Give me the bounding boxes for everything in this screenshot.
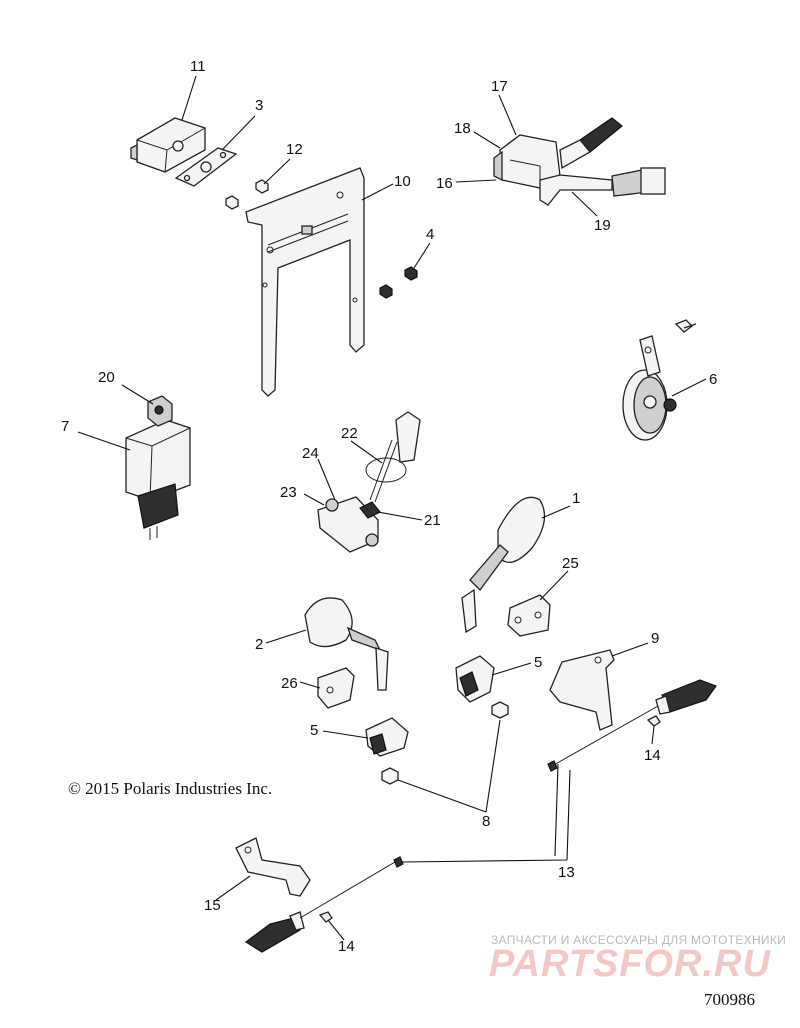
part-7-flasher-relay [125, 395, 191, 540]
callout-4: 4 [426, 226, 434, 243]
part-5-clamps [365, 655, 495, 757]
callout-8: 8 [482, 813, 490, 830]
callout-18: 18 [454, 120, 471, 137]
callout-23: 23 [280, 484, 297, 501]
part-15-signal-bracket [235, 837, 311, 897]
copyright-notice: © 2015 Polaris Industries Inc. [68, 779, 273, 798]
callout-26: 26 [281, 675, 298, 692]
part-17-switch-assembly [493, 117, 666, 206]
callout-7: 7 [61, 418, 69, 435]
part-21-switch-bracket [317, 411, 421, 553]
callout-3: 3 [255, 97, 263, 114]
callout-9: 9 [651, 630, 659, 647]
part-8-nuts [381, 701, 509, 785]
figure-number: 700986 [704, 990, 755, 1009]
callout-10: 10 [394, 173, 411, 190]
callout-20: 20 [98, 369, 115, 386]
callout-5a: 5 [534, 654, 542, 671]
part-3-gasket-plate [174, 147, 238, 187]
part-4-nuts [379, 266, 418, 299]
callout-labels: 11 3 12 10 4 17 18 16 19 6 20 7 22 24 23… [61, 58, 717, 955]
part-6-horn [622, 319, 697, 441]
callout-1: 1 [572, 490, 580, 507]
callout-13: 13 [558, 864, 575, 881]
part-1-right-mirror [461, 496, 546, 634]
callout-15: 15 [204, 897, 221, 914]
part-12-nuts [225, 179, 269, 210]
callout-21: 21 [424, 512, 441, 529]
callout-22: 22 [341, 425, 358, 442]
part-25-mirror-bracket [507, 594, 551, 637]
callout-16: 16 [436, 175, 453, 192]
callout-11: 11 [190, 58, 206, 75]
callout-14a: 14 [644, 747, 661, 764]
part-26-mirror-bracket [317, 667, 355, 709]
callout-5b: 5 [310, 722, 318, 739]
callout-12: 12 [286, 141, 303, 158]
turn-signal-right [547, 679, 717, 772]
part-2-left-mirror [304, 597, 389, 691]
callout-24: 24 [302, 445, 319, 462]
callout-14b: 14 [338, 938, 355, 955]
callout-25: 25 [562, 555, 579, 572]
leader-lines [77, 75, 707, 941]
part-14-screws [318, 715, 661, 923]
callout-6: 6 [709, 371, 717, 388]
watermark-tagline: ЗАПЧАСТИ И АКСЕССУАРЫ ДЛЯ МОТОТЕХНИКИ [491, 933, 787, 947]
callout-19: 19 [594, 217, 611, 234]
callout-17: 17 [491, 78, 508, 95]
part-9-signal-bracket [549, 649, 615, 731]
watermark-brand: PARTSFOR.RU [489, 943, 771, 985]
callout-2: 2 [255, 636, 263, 653]
turn-signal-left [244, 856, 404, 953]
part-10-bracket-frame [245, 167, 365, 397]
part-11-light-housing [130, 117, 206, 173]
